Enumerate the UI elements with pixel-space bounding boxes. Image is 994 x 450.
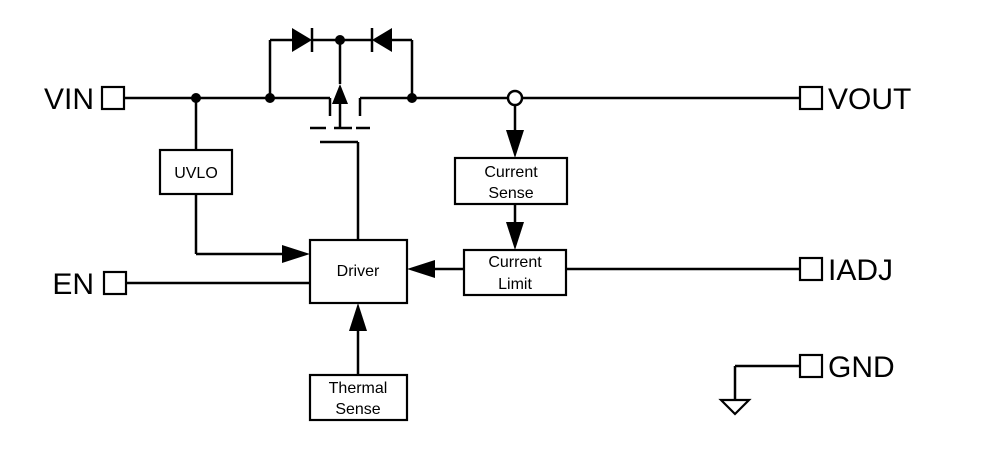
pin-vin-label: VIN <box>44 83 94 116</box>
junction-dot <box>265 93 275 103</box>
pin-vout-label: VOUT <box>828 83 911 116</box>
current-limit-block <box>462 248 568 297</box>
current-limit-label-1: Current <box>488 254 542 271</box>
pin-en-label: EN <box>52 268 94 301</box>
pin-iadj-square <box>798 256 824 282</box>
pin-vin-square <box>100 85 126 111</box>
mosfet-symbol <box>310 84 370 240</box>
pin-vout-square <box>798 85 824 111</box>
uvlo-label: UVLO <box>174 165 218 182</box>
pin-gnd-square <box>798 353 824 379</box>
driver-block <box>308 238 409 305</box>
thermal-sense-label-2: Sense <box>335 401 380 418</box>
ground-symbol <box>718 398 752 416</box>
body-diodes <box>268 28 414 98</box>
pin-gnd-label: GND <box>828 351 895 384</box>
current-sense-tap <box>506 89 524 107</box>
pin-iadj-label: IADJ <box>828 254 893 287</box>
junction-dot <box>407 93 417 103</box>
thermal-sense-label-1: Thermal <box>329 380 388 397</box>
pin-en-square <box>102 270 128 296</box>
arrow-to-driver-left <box>282 245 310 263</box>
current-sense-label-1: Current <box>484 164 538 181</box>
arrow-limit-to-driver <box>407 260 435 278</box>
current-sense-block <box>453 156 569 206</box>
arrow-to-current-limit <box>506 222 524 250</box>
junction-dot <box>335 35 345 45</box>
arrow-thermal-to-driver <box>349 303 367 331</box>
thermal-sense-block <box>308 373 409 422</box>
arrow-to-current-sense <box>506 130 524 158</box>
current-limit-label-2: Limit <box>498 276 532 293</box>
driver-label: Driver <box>337 263 380 280</box>
current-sense-label-2: Sense <box>488 185 533 202</box>
